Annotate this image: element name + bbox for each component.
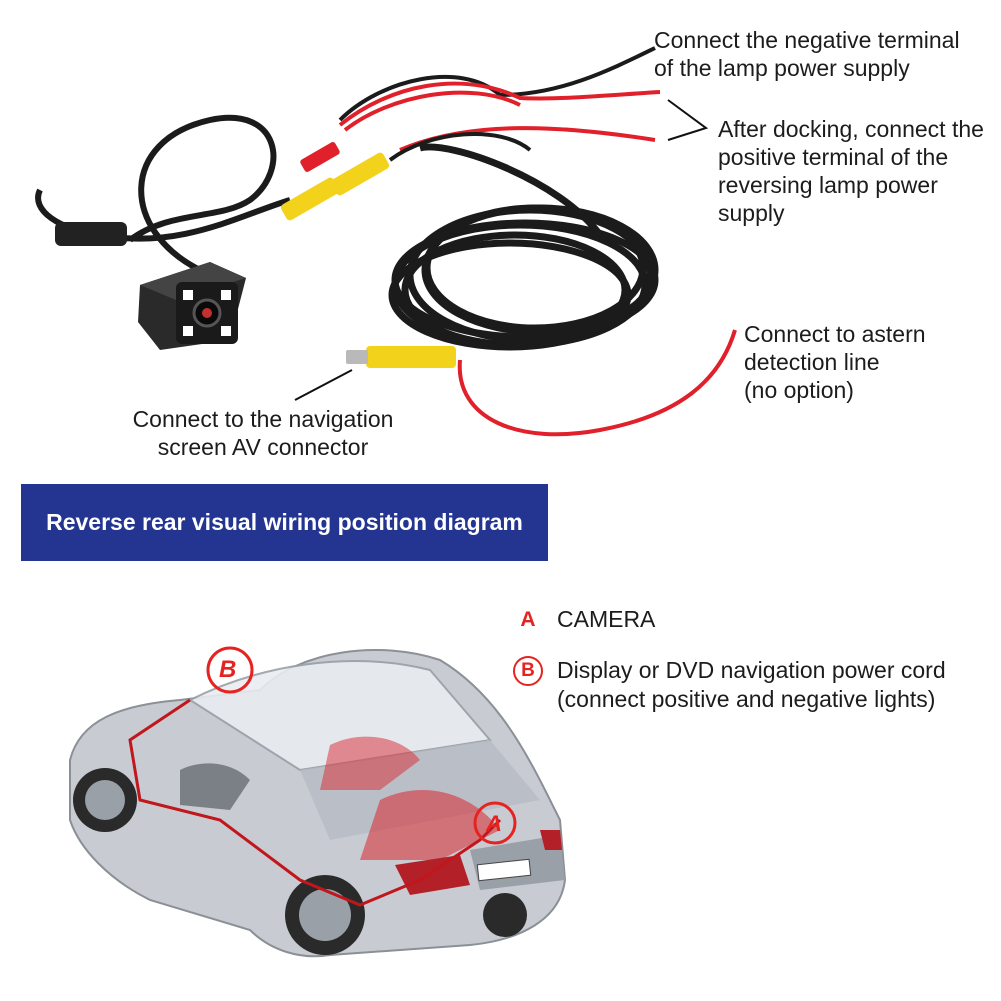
callout-navigation-av: Connect to the navigation screen AV conn… [128,405,398,461]
diagram-title: Reverse rear visual wiring position diag… [46,509,523,535]
car-marker-b [206,646,254,694]
callout-line: (no option) [744,377,854,403]
callout-line: detection line [744,349,880,375]
car-marker-b-letter: B [219,656,237,683]
camera-kit-illustration [35,46,737,437]
camera-cable [128,114,277,273]
legend-label-power-cord-line: (connect positive and negative lights) [557,686,936,712]
car-body [69,649,567,958]
wiring-route [128,698,502,907]
callout-line: After docking, connect the [718,116,984,142]
callout-negative-terminal: Connect the negative terminal of the lam… [654,26,960,82]
callout-after-docking: After docking, connect the positive term… [718,115,984,227]
car-marker-a-letter: A [486,811,502,836]
callout-line: Connect the negative terminal [654,27,960,53]
legend-marker-b: B [513,656,543,686]
backup-camera [138,262,246,350]
callout-line: Connect to the navigation [132,406,394,432]
callout-line: Connect to astern [744,321,926,347]
callout-line: supply [718,200,785,226]
legend-item-power-cord: B Display or DVD navigation power cord (… [513,656,946,714]
inline-plug [55,222,127,246]
rca-connectors [280,142,456,368]
car-marker-a [473,801,517,845]
callout-astern-detection: Connect to astern detection line (no opt… [744,320,926,404]
legend-marker-a: A [520,607,536,631]
coiled-video-cable [388,143,659,351]
legend-label-camera: CAMERA [557,606,656,632]
callout-line: of the lamp power supply [654,55,910,81]
diagram-title-banner: Reverse rear visual wiring position diag… [21,484,548,561]
callout-line: reversing lamp power [718,172,938,198]
callout-line: screen AV connector [157,434,369,460]
legend-marker-b-letter: B [521,660,535,681]
legend-item-camera: A CAMERA [513,605,655,634]
power-wires [338,46,737,437]
callout-leaders [294,99,709,401]
callout-line: positive terminal of the [718,144,949,170]
legend-label-power-cord-line: Display or DVD navigation power cord [557,657,946,683]
car-wheels [73,768,527,955]
